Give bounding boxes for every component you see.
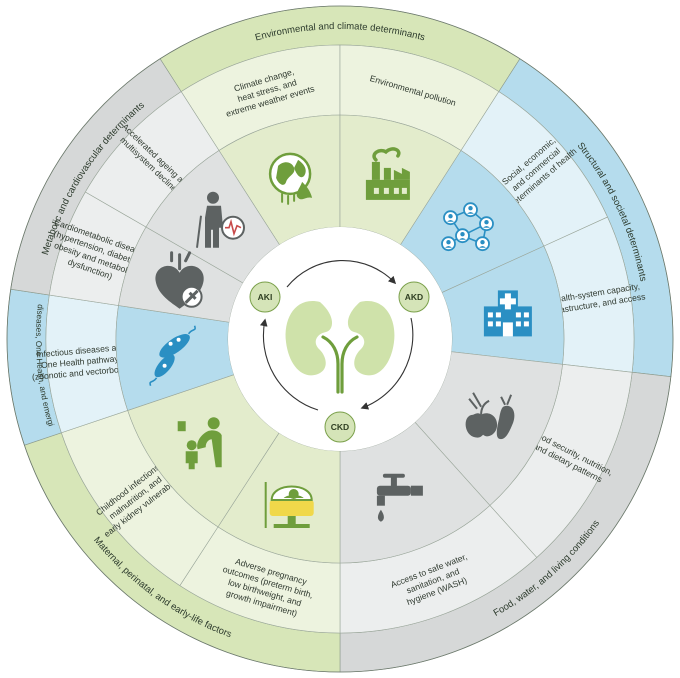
- ckd-label: CKD: [331, 422, 349, 432]
- incubator-icon: [264, 482, 314, 528]
- hospital-icon: [483, 290, 532, 337]
- akd-label: AKD: [405, 292, 423, 302]
- ckd-badge: CKD: [324, 411, 356, 443]
- arrow-aki-to-akd: [286, 260, 397, 288]
- arrow-ckd-to-aki: [259, 318, 319, 411]
- social-network-icon: [441, 202, 494, 252]
- akd-badge: AKD: [398, 281, 430, 313]
- center-disc: AKI AKD CKD: [228, 227, 452, 451]
- factory-pollution-icon: [365, 147, 410, 200]
- heart-icon: [155, 251, 204, 309]
- food-icon: [465, 392, 515, 440]
- bacteria-icon: [149, 325, 196, 387]
- globe-fire-icon: [268, 152, 313, 205]
- aki-badge: AKI: [249, 281, 281, 313]
- water-tap-icon: [376, 473, 423, 522]
- elderly-icon: [196, 191, 245, 248]
- aki-label: AKI: [258, 292, 273, 302]
- arrow-akd-to-ckd: [360, 317, 414, 410]
- mother-child-icon: [177, 417, 222, 470]
- icon-glyphs: [149, 147, 532, 528]
- kidneys-icon: [285, 301, 395, 394]
